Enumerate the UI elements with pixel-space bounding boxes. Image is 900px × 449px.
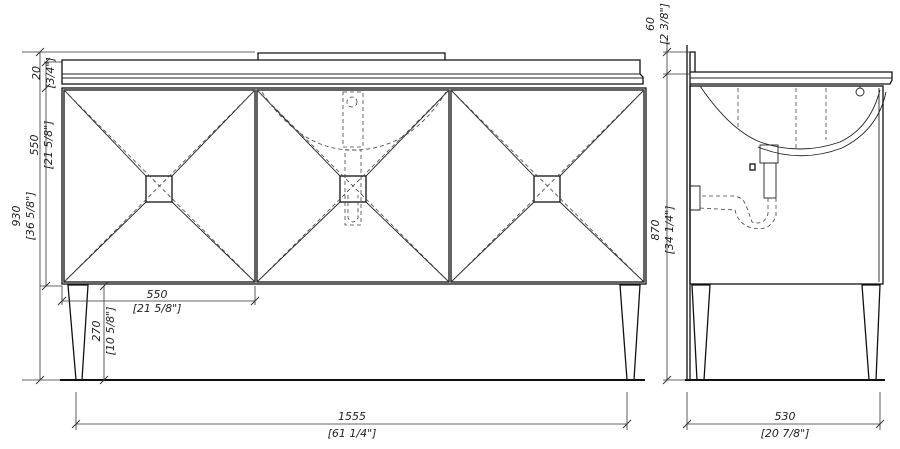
door-center xyxy=(256,89,450,283)
dim-door-height: 550 [21 5/8"] xyxy=(28,90,62,291)
leg-height-value: 270 xyxy=(90,321,103,342)
leg-side-front xyxy=(861,284,881,381)
door-height-imperial: [21 5/8"] xyxy=(42,121,55,170)
door-width-imperial: [21 5/8"] xyxy=(133,302,182,315)
front-view xyxy=(60,52,647,381)
leg-front-left xyxy=(67,284,89,381)
leg-side-back xyxy=(691,284,711,381)
dim-backsplash-height: 60 [2 3/8"] xyxy=(644,3,690,79)
backsplash-height-imperial: [2 3/8"] xyxy=(658,3,671,45)
dim-leg-height: 270 [10 5/8"] xyxy=(90,281,117,385)
dim-top-thickness: 20 [3/4"] xyxy=(30,57,62,93)
side-p-trap xyxy=(699,195,777,230)
top-thickness-imperial: [3/4"] xyxy=(44,57,57,88)
side-cabinet-body xyxy=(689,85,884,285)
side-countertop xyxy=(690,71,893,85)
overall-height-imperial: [36 5/8"] xyxy=(24,192,37,241)
door-left-center-square xyxy=(145,175,173,203)
countertop xyxy=(61,59,644,85)
dim-door-width: 550 [21 5/8"] xyxy=(57,286,260,315)
body-height-imperial: [34 1/4"] xyxy=(663,206,676,255)
side-backsplash xyxy=(690,51,696,72)
side-drain xyxy=(759,144,779,164)
overall-width-value: 1555 xyxy=(338,410,366,423)
door-right-center-square xyxy=(533,175,561,203)
dim-overall-width: 1555 [61 1/4"] xyxy=(71,392,632,440)
overall-width-imperial: [61 1/4"] xyxy=(328,427,377,440)
dim-overall-height: 930 [36 5/8"] xyxy=(10,47,255,385)
cabinet-body xyxy=(61,87,647,285)
dim-depth: 530 [20 7/8"] xyxy=(682,392,885,440)
body-height-value: 870 xyxy=(649,220,662,241)
overall-height-value: 930 xyxy=(10,206,23,227)
side-view xyxy=(685,45,893,381)
top-thickness-value: 20 xyxy=(30,66,43,80)
leg-front-right xyxy=(619,284,641,381)
depth-value: 530 xyxy=(775,410,796,423)
door-left xyxy=(63,89,256,283)
door-height-value: 550 xyxy=(28,135,41,156)
depth-imperial: [20 7/8"] xyxy=(761,427,810,440)
countertop-backsplash xyxy=(257,52,446,60)
side-basin xyxy=(699,85,881,150)
leg-height-imperial: [10 5/8"] xyxy=(104,307,117,356)
backsplash-height-value: 60 xyxy=(644,17,657,31)
door-center-center-square xyxy=(339,175,367,203)
dim-body-height: 870 [34 1/4"] xyxy=(649,74,685,385)
door-right xyxy=(450,89,645,283)
door-width-value: 550 xyxy=(147,288,168,301)
